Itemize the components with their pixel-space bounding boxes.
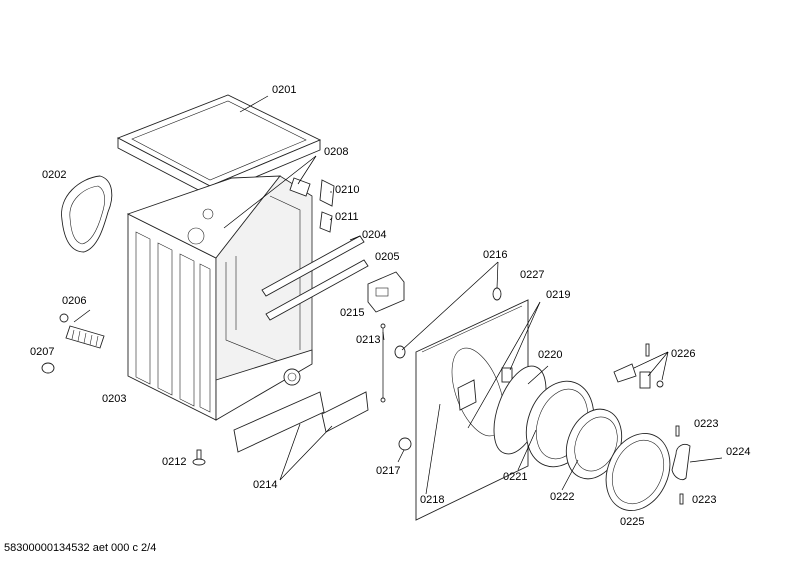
label-0202: 0202 [42,169,66,181]
label-0214: 0214 [253,479,277,491]
label-0225: 0225 [620,516,644,528]
part-pin-lower[interactable] [679,493,684,505]
part-bracket-0210[interactable] [319,179,335,207]
label-0206: 0206 [62,295,86,307]
label-0208: 0208 [324,146,348,158]
part-heater[interactable] [59,313,105,349]
label-0224: 0224 [726,446,750,458]
label-0222: 0222 [550,491,574,503]
part-panel-trim[interactable] [233,391,369,453]
label-0223-upper: 0223 [694,418,718,430]
label-0211: 0211 [335,211,359,223]
label-0219: 0219 [546,289,570,301]
part-door-frame[interactable] [594,423,681,520]
part-worktop[interactable] [116,94,322,197]
part-handle[interactable] [671,443,691,481]
part-pin-upper[interactable] [675,425,680,437]
part-labels: 0201 0202 0203 0204 0205 0206 0207 0208 … [30,84,750,528]
part-clip-0217[interactable] [398,437,412,451]
part-door-lock[interactable] [367,271,405,313]
label-0213: 0213 [356,334,380,346]
part-bracket-0208[interactable] [289,177,311,197]
label-0217: 0217 [376,465,400,477]
label-0216: 0216 [483,249,507,261]
label-0212: 0212 [162,456,186,468]
part-door-glass[interactable] [556,401,631,487]
part-hinge-0216[interactable] [394,345,406,359]
label-0210: 0210 [335,184,359,196]
part-cap[interactable] [41,362,55,374]
label-0220: 0220 [538,349,562,361]
part-cabinet[interactable] [126,175,313,421]
part-wire[interactable] [380,323,386,403]
leader-lines [73,95,723,495]
part-side-cover[interactable] [61,175,113,253]
footer-reference: 58300000134532 aet 000 c 2/4 [4,542,157,554]
label-0226: 0226 [671,348,695,360]
label-0207: 0207 [30,346,54,358]
part-clip-0227[interactable] [492,287,502,301]
part-rails[interactable] [261,235,369,321]
label-0204: 0204 [362,229,386,241]
label-0203: 0203 [102,393,126,405]
part-front-panel[interactable] [415,299,529,521]
part-bracket-0211[interactable] [319,211,333,233]
label-0223-lower: 0223 [692,494,716,506]
part-hinge-0226[interactable] [613,343,664,389]
label-0218: 0218 [420,494,444,506]
label-0221: 0221 [503,471,527,483]
label-0227: 0227 [520,269,544,281]
label-0215: 0215 [340,307,364,319]
part-foot[interactable] [192,449,206,466]
label-0201: 0201 [272,84,296,96]
label-0205: 0205 [375,251,399,263]
